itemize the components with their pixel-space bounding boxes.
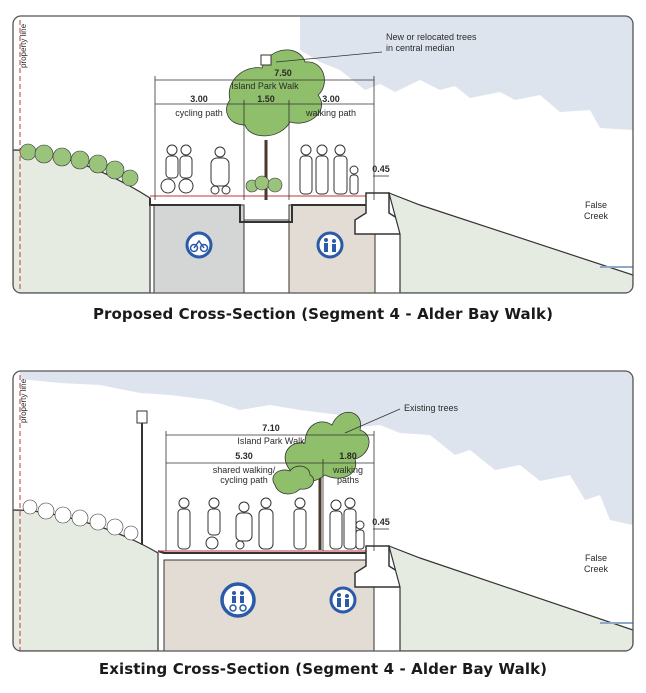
sky-clouds: [20, 371, 633, 525]
water-label-line2: Creek: [584, 211, 609, 221]
water-label-line1: False: [585, 553, 607, 563]
pedestrians: [177, 497, 365, 550]
water-label-line2: Creek: [584, 564, 609, 574]
dim-mid-label: 1.50: [257, 94, 275, 104]
walking-path-label: walking path: [305, 108, 356, 118]
pedestrian-zone-icon: [316, 231, 344, 259]
water-label-line1: False: [585, 200, 607, 210]
existing-caption: Existing Cross-Section (Segment 4 - Alde…: [98, 660, 548, 678]
shrubs-left: [19, 143, 139, 187]
pedestrians: [299, 144, 359, 195]
deck-surface: [149, 193, 376, 223]
dim-left-label: 5.30: [235, 451, 253, 461]
dim-left-label: 3.00: [190, 94, 208, 104]
proposed-caption: Proposed Cross-Section (Segment 4 - Alde…: [92, 305, 554, 323]
walking-paths-label-line2: paths: [337, 475, 360, 485]
dimension-lines: [165, 408, 401, 551]
shared-path-label-line2: cycling path: [220, 475, 268, 485]
tree-note-line1: New or relocated trees: [386, 32, 477, 42]
cyclists: [160, 144, 231, 195]
embankment-right: [388, 545, 633, 651]
proposed-panel: property line New or relocated trees in …: [0, 0, 646, 300]
cycling-path-label: cycling path: [175, 108, 223, 118]
shrubs-left: [22, 499, 139, 541]
dim-right-label: 1.80: [339, 451, 357, 461]
embankment-right: [388, 192, 633, 293]
median-zone: [243, 219, 290, 293]
lamp-post: [136, 410, 148, 545]
dim-right-label: 3.00: [322, 94, 340, 104]
shared-path-label-line1: shared walking/: [213, 465, 276, 475]
existing-tree: [272, 411, 370, 550]
tree-note-line2: in central median: [386, 43, 455, 53]
total-width-label: 7.50: [274, 68, 292, 78]
median-shrubs: [245, 175, 283, 193]
existing-panel: property line Existing trees 7.10 Island…: [0, 355, 646, 655]
pedestrian-zone-icon: [329, 586, 357, 614]
walking-paths-label-line1: walking: [332, 465, 363, 475]
shared-path-icon: [220, 582, 256, 618]
tree-note: Existing trees: [404, 403, 459, 413]
total-name-label: Island Park Walk: [237, 436, 305, 446]
total-width-label: 7.10: [262, 423, 280, 433]
curb-width-label: 0.45: [372, 517, 390, 527]
curb-width-label: 0.45: [372, 164, 390, 174]
dimension-lines: [154, 51, 389, 200]
property-line-label: property line: [19, 378, 28, 423]
sky-clouds: [300, 16, 633, 130]
bike-zone-icon: [185, 231, 213, 259]
median-tree: [226, 49, 325, 200]
total-name-label: Island Park Walk: [231, 81, 299, 91]
property-line-label: property line: [19, 23, 28, 68]
